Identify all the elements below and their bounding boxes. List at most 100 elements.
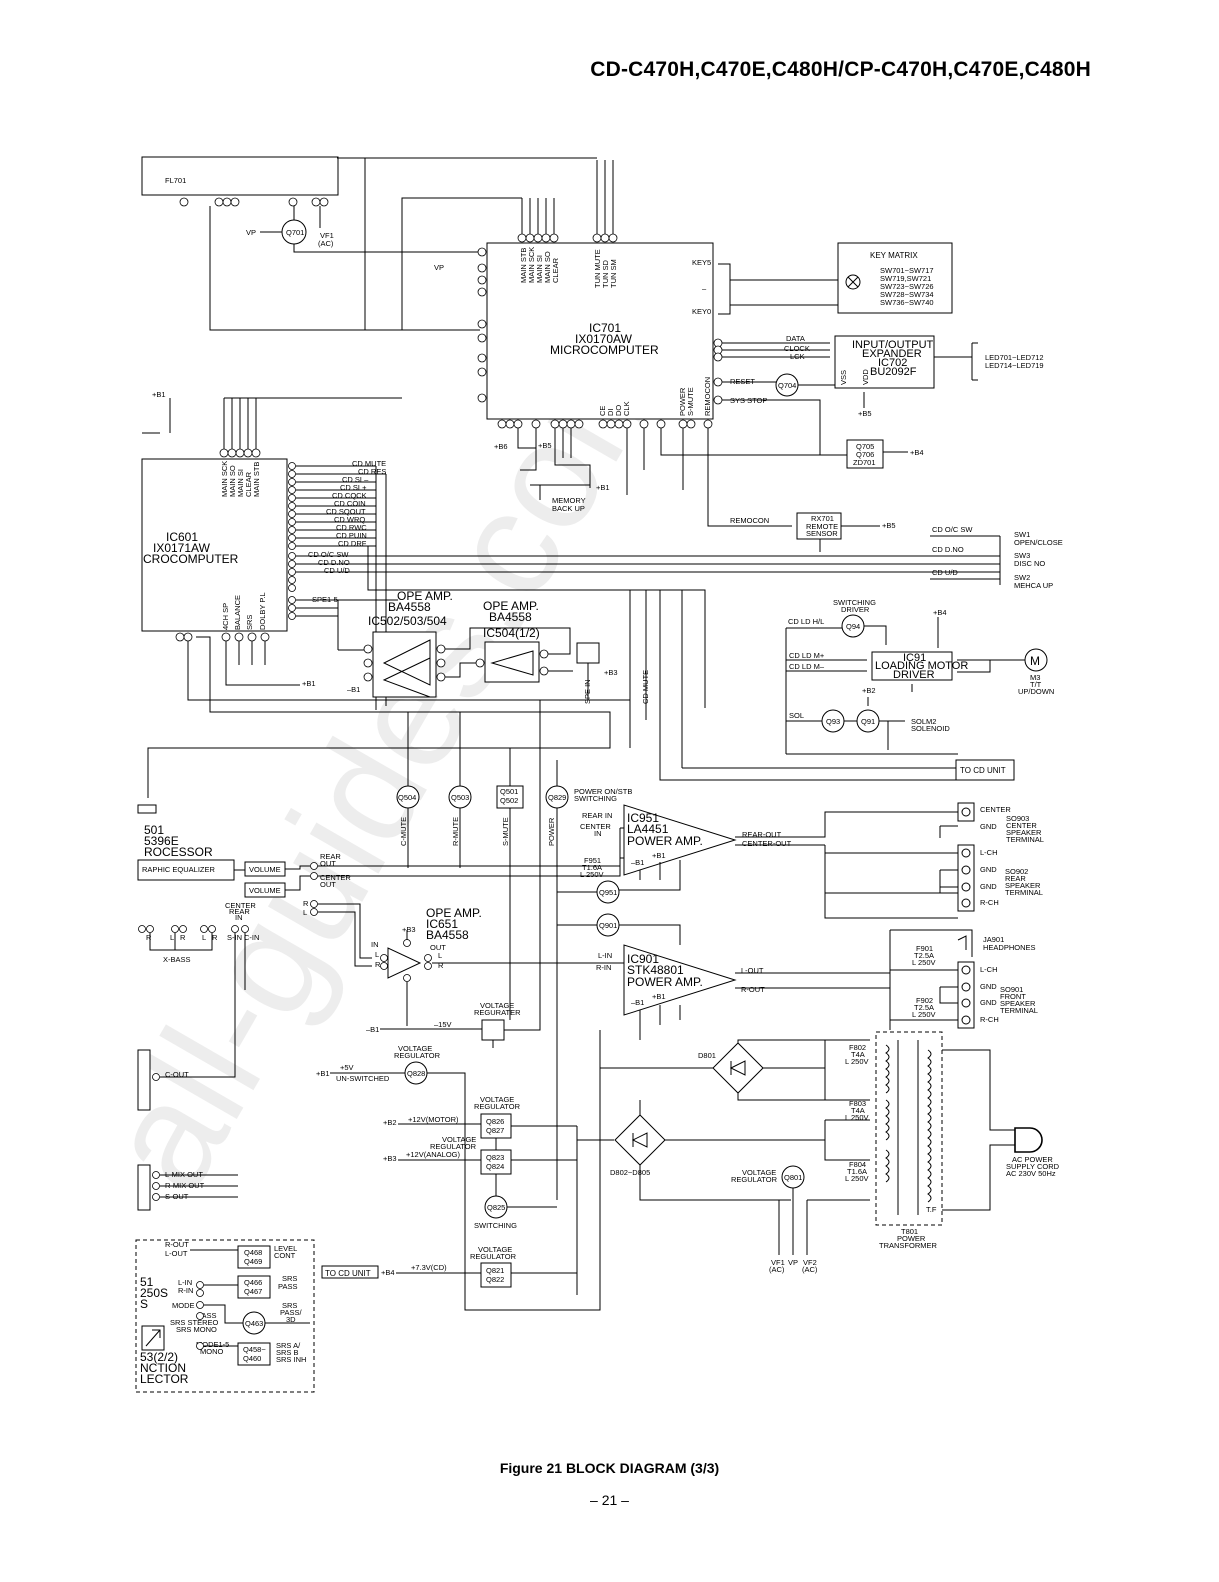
b1e-label: –B1 bbox=[631, 998, 644, 1007]
q502-label: Q502 bbox=[500, 796, 518, 805]
f802a-label: F802 bbox=[849, 1043, 866, 1052]
outl-label: L bbox=[438, 951, 442, 960]
q504-label: Q504 bbox=[398, 793, 416, 802]
so903-terminal bbox=[957, 802, 975, 822]
q705-block bbox=[846, 439, 884, 469]
rch1-label: R-CH bbox=[980, 898, 999, 907]
figure-caption: Figure 21 BLOCK DIAGRAM (3/3) bbox=[499, 1460, 720, 1476]
q824-label: Q824 bbox=[486, 1162, 504, 1171]
cd8-label: CD WRQ bbox=[334, 515, 365, 524]
mainsi-label: MAIN SI bbox=[535, 255, 544, 283]
b2b-label: +B2 bbox=[383, 1118, 397, 1127]
ic651-label: IC651 bbox=[426, 917, 458, 931]
vreg6b-label: REGULATOR bbox=[470, 1252, 517, 1261]
srspass1-label: SRS bbox=[282, 1274, 297, 1283]
opeamp1-label: OPE AMP. bbox=[397, 589, 453, 603]
vreg4a-label: VOLTAGE bbox=[442, 1135, 476, 1144]
sol-label: SOL bbox=[789, 711, 804, 720]
tf-label: T.F bbox=[926, 1205, 937, 1214]
vreg5b-label: REGULATOR bbox=[731, 1175, 778, 1184]
sw2-label: SW2 bbox=[1014, 573, 1030, 582]
vreg3b-label: REGULATOR bbox=[474, 1102, 521, 1111]
tt-label: T/T bbox=[1030, 680, 1042, 689]
led1-label: LED701~LED712 bbox=[985, 353, 1044, 362]
key-matrix-label: KEY MATRIX bbox=[870, 251, 918, 260]
q469-label: Q469 bbox=[244, 1257, 262, 1266]
xr3-label: R bbox=[212, 933, 218, 942]
gnd4-label: GND bbox=[980, 982, 997, 991]
vreg2a-label: VOLTAGE bbox=[398, 1044, 432, 1053]
srsinh-label: SRS INH bbox=[276, 1355, 306, 1364]
fl701-label: FL701 bbox=[165, 176, 186, 185]
b1g-label: –B1 bbox=[366, 1025, 379, 1034]
clk-label: CLK bbox=[622, 401, 631, 416]
vp1-label: VP bbox=[246, 228, 256, 237]
centerrear2-label: REAR bbox=[229, 907, 250, 916]
cin-label: C-IN bbox=[244, 933, 259, 942]
unsw-label: UN-SWITCHED bbox=[336, 1074, 390, 1083]
centerout3-label: CENTER-OUT bbox=[742, 839, 792, 848]
vp2-label: VP bbox=[434, 263, 444, 272]
srspass3d3-label: 3D bbox=[286, 1315, 296, 1324]
mainso-label: MAIN SO bbox=[543, 251, 552, 283]
ic91n1-label: LOADING MOTOR bbox=[875, 660, 968, 672]
f951b-label: T1.6A bbox=[582, 863, 602, 872]
v73-label: +7.3V(CD) bbox=[411, 1263, 447, 1272]
lch2-label: L-CH bbox=[980, 965, 998, 974]
f804c-label: L 250V bbox=[845, 1174, 869, 1183]
srspass3d2-label: PASS/ bbox=[280, 1308, 302, 1317]
srsmono-label: SRS MONO bbox=[176, 1325, 217, 1334]
q826-label: Q826 bbox=[486, 1117, 504, 1126]
m-stb-label: MAIN STB bbox=[252, 462, 261, 497]
power-label: POWER bbox=[678, 387, 687, 416]
q828-label: Q828 bbox=[407, 1069, 425, 1078]
rx701-label: RX701 bbox=[811, 514, 834, 523]
remote-label: REMOTE bbox=[806, 522, 838, 531]
vreg1a-label: VOLTAGE bbox=[480, 1001, 514, 1010]
d801-bridge bbox=[712, 1042, 764, 1094]
f902c-label: L 250V bbox=[912, 1010, 936, 1019]
ic701-label: IC701 bbox=[589, 321, 621, 335]
sw3-label: SW3 bbox=[1014, 551, 1030, 560]
centerout2-label: OUT bbox=[320, 880, 336, 889]
data-label: DATA bbox=[786, 334, 805, 343]
clear-label: CLEAR bbox=[551, 257, 560, 283]
q825-label: Q825 bbox=[487, 1203, 505, 1212]
q503-label: Q503 bbox=[451, 793, 469, 802]
vpb-label: VP bbox=[788, 1258, 798, 1267]
f951a-label: F951 bbox=[584, 856, 601, 865]
key5-label: KEY5 bbox=[692, 258, 711, 267]
b4a-label: +B4 bbox=[910, 448, 924, 457]
xl-label: L bbox=[170, 933, 174, 942]
m-si-label: MAIN SI bbox=[236, 469, 245, 497]
q94-label: Q94 bbox=[846, 622, 860, 631]
opeamp-pins bbox=[363, 644, 549, 682]
ic701-right-pins bbox=[713, 338, 723, 405]
proc3-label: ROCESSOR bbox=[144, 845, 213, 859]
b1b-label: +B1 bbox=[302, 679, 316, 688]
ic701-left-pins bbox=[477, 247, 487, 403]
centerin1-label: CENTER bbox=[580, 822, 611, 831]
q901-label: Q901 bbox=[599, 921, 617, 930]
xr2-label: R bbox=[180, 933, 186, 942]
q826-block bbox=[480, 1113, 512, 1139]
ja901-label: JA901 bbox=[983, 935, 1004, 944]
ic951-amp bbox=[623, 804, 737, 876]
mono-label: MONO bbox=[200, 1347, 223, 1356]
f901a-label: F901 bbox=[916, 944, 933, 953]
ch4sp-label: 4CH SP bbox=[221, 603, 230, 630]
cdldm-label: CD LD M– bbox=[789, 662, 825, 671]
so903a-label: SO903 bbox=[1006, 814, 1029, 823]
q823-label: Q823 bbox=[486, 1153, 504, 1162]
memory2-label: BACK UP bbox=[552, 504, 585, 513]
tocd2-label: TO CD UNIT bbox=[325, 1269, 371, 1278]
q501-label: Q501 bbox=[500, 787, 518, 796]
page-header-title: CD-C470H,C470E,C480H/CP-C470H,C470E,C480… bbox=[590, 58, 1091, 81]
centerout1-label: CENTER bbox=[320, 873, 351, 882]
vf1-label: VF1 bbox=[320, 231, 334, 240]
cdud-label: CD U/D bbox=[932, 568, 958, 577]
m-so-label: MAIN SO bbox=[228, 465, 237, 497]
q951-label: Q951 bbox=[599, 888, 617, 897]
rmute-label: R-MUTE bbox=[451, 817, 460, 846]
b5c-label: +B5 bbox=[882, 521, 896, 530]
